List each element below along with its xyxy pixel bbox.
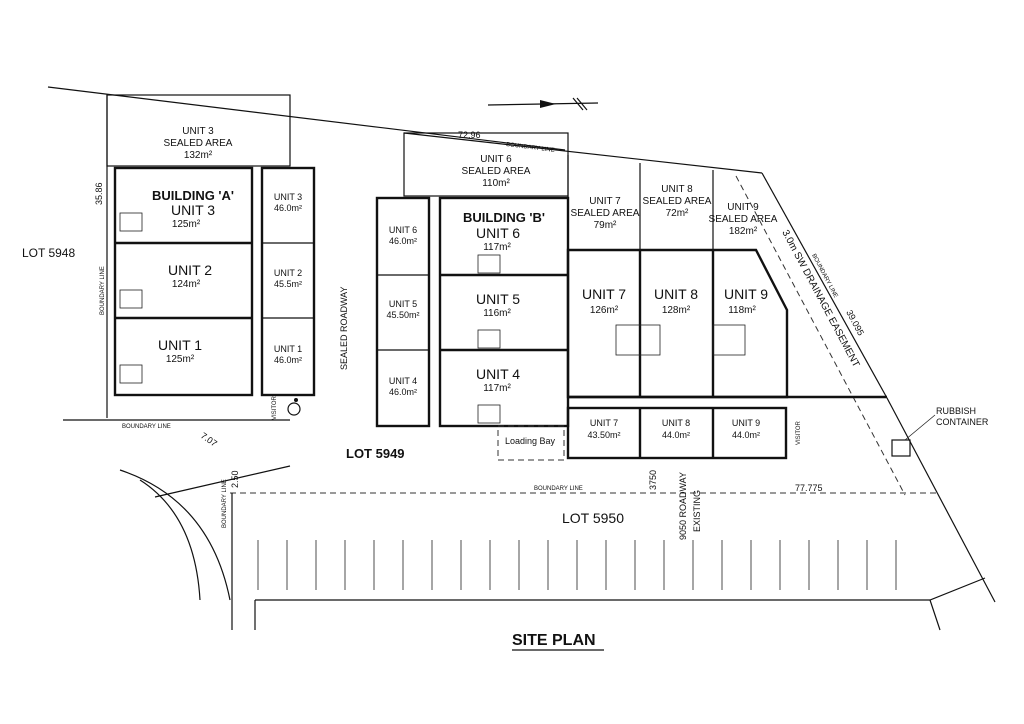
- parking-unit-4-name: UNIT 4: [389, 376, 417, 386]
- boundary-label-bottom: BOUNDARY LINE: [534, 486, 583, 492]
- setback-label: 3750: [648, 470, 658, 490]
- boundary-label-top: BOUNDARY LINE: [506, 142, 555, 154]
- lot-5950-label: LOT 5950: [562, 510, 624, 526]
- unit-1-name: UNIT 1: [158, 337, 202, 353]
- sealed-8-line1: UNIT 8: [661, 184, 693, 195]
- parking-unit-8-area: 44.0m²: [662, 430, 690, 440]
- lot-5948-label: LOT 5948: [22, 246, 75, 260]
- sealed-roadway-label: SEALED ROADWAY: [339, 286, 349, 370]
- sealed-7-area: 79m²: [594, 220, 617, 231]
- unit-4-area: 117m²: [483, 383, 511, 394]
- parking-bays: [257, 540, 897, 590]
- visitor-label-c: VISITOR: [796, 420, 802, 445]
- unit-6-name: UNIT 6: [476, 225, 520, 241]
- top-boundary-line-right: [403, 132, 763, 174]
- unit-2-area: 124m²: [172, 279, 201, 290]
- sealed-b-area: 110m²: [482, 178, 510, 189]
- sealed-9-area: 182m²: [729, 226, 758, 237]
- sealed-b-line1: UNIT 6: [480, 154, 512, 165]
- boundary-label-corner: BOUNDARY LINE: [122, 424, 171, 430]
- dim-left: 35.86: [94, 182, 104, 205]
- parking-unit-7-area: 43.50m²: [587, 430, 620, 440]
- parking-unit-2-name: UNIT 2: [274, 268, 302, 278]
- parking-unit-1-area: 46.0m²: [274, 355, 302, 365]
- accessible-parking-icon: [287, 398, 301, 416]
- sealed-8-line2: SEALED AREA: [643, 196, 712, 207]
- parking-unit-7-name: UNIT 7: [590, 418, 618, 428]
- unit-9-area: 118m²: [728, 305, 756, 316]
- boundary-label-small: BOUNDARY LINE: [222, 479, 228, 528]
- unit-3-name: UNIT 3: [171, 202, 215, 218]
- parking-unit-2-area: 45.5m²: [274, 279, 302, 289]
- dim-small: 2.50: [230, 470, 240, 488]
- loading-bay-label: Loading Bay: [505, 436, 556, 446]
- dim-right: 39.095: [844, 308, 866, 337]
- unit-7-area: 126m²: [590, 305, 619, 316]
- unit-9-name: UNIT 9: [724, 286, 768, 302]
- unit-1-area: 125m²: [166, 354, 195, 365]
- sealed-9-line2: SEALED AREA: [709, 214, 778, 225]
- building-b: [375, 132, 570, 461]
- parking-unit-9-area: 44.0m²: [732, 430, 760, 440]
- existing-label: EXISTING: [692, 490, 702, 532]
- sealed-a-line2: SEALED AREA: [164, 138, 233, 149]
- parking-unit-5-name: UNIT 5: [389, 299, 417, 309]
- north-arrow-icon: [487, 97, 599, 111]
- boundary-label-left: BOUNDARY LINE: [100, 266, 106, 315]
- lot-5949-label: LOT 5949: [346, 446, 405, 461]
- unit-4-name: UNIT 4: [476, 366, 520, 382]
- unit-7-name: UNIT 7: [582, 286, 626, 302]
- dim-bottom: 77.775: [795, 483, 823, 493]
- sealed-7-line2: SEALED AREA: [571, 208, 640, 219]
- right-boundary-line: [761, 172, 888, 399]
- unit3-sealed-area: [106, 94, 291, 167]
- unit-5-area: 116m²: [483, 308, 511, 319]
- rubbish-container-icon: [891, 439, 911, 457]
- sealed-9-line1: UNIT 9: [727, 202, 759, 213]
- parking-unit-6-area: 46.0m²: [389, 236, 417, 246]
- unit-2-name: UNIT 2: [168, 262, 212, 278]
- building-a-title: BUILDING 'A': [152, 188, 234, 203]
- loading-bay: [497, 425, 565, 461]
- parking-unit-3-name: UNIT 3: [274, 192, 302, 202]
- drainage-easement-label: 3.0m SW DRAINAGE EASEMENT: [779, 228, 861, 369]
- drainage-easement-line: [735, 175, 906, 496]
- parking-unit-6-name: UNIT 6: [389, 225, 417, 235]
- unit-6-area: 117m²: [483, 242, 511, 253]
- rubbish-label-1: RUBBISH: [936, 406, 976, 416]
- sealed-a-area: 132m²: [184, 150, 213, 161]
- unit-8-name: UNIT 8: [654, 286, 698, 302]
- parking-unit-1-name: UNIT 1: [274, 344, 302, 354]
- unit-8-area: 128m²: [662, 305, 691, 316]
- sealed-a-line1: UNIT 3: [182, 126, 214, 137]
- building-b-title: BUILDING 'B': [463, 210, 545, 225]
- roadway-width-label: 9050 ROADWAY: [678, 472, 688, 540]
- dim-corner: 7.07: [199, 430, 219, 448]
- rubbish-label-2: CONTAINER: [936, 417, 989, 427]
- visitor-label-a: VISITOR: [272, 395, 278, 420]
- unit-5-name: UNIT 5: [476, 291, 520, 307]
- sealed-b-line2: SEALED AREA: [462, 166, 531, 177]
- parking-unit-9-name: UNIT 9: [732, 418, 760, 428]
- unit-3-area: 125m²: [172, 219, 201, 230]
- top-boundary-line: [47, 86, 566, 151]
- building-a: [106, 94, 316, 397]
- parking-unit-3-area: 46.0m²: [274, 203, 302, 213]
- dim-top: 72.96: [458, 130, 481, 140]
- parking-unit-8-name: UNIT 8: [662, 418, 690, 428]
- sealed-7-line1: UNIT 7: [589, 196, 621, 207]
- parking-unit-5-area: 45.50m²: [386, 310, 419, 320]
- sealed-8-area: 72m²: [666, 208, 689, 219]
- page-title: SITE PLAN: [512, 632, 596, 649]
- building-c: [566, 155, 887, 460]
- parking-unit-4-area: 46.0m²: [389, 387, 417, 397]
